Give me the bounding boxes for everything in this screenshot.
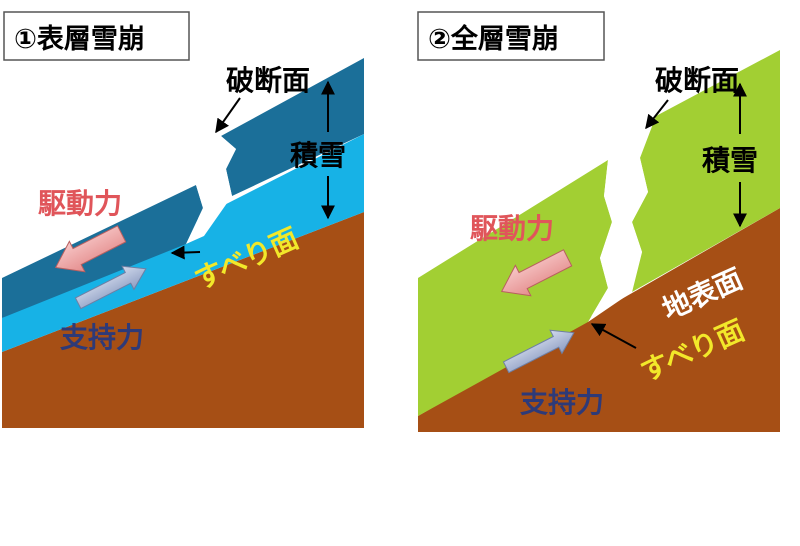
panel1-title: ①表層雪崩 (14, 24, 145, 55)
panel1-snowpack-label: 積雪 (290, 139, 346, 172)
panel1-driving-force-arrow (54, 225, 127, 273)
panel2-ground (418, 208, 780, 432)
panel2-fracture-label: 破断面 (655, 64, 739, 97)
panel2-crack (588, 158, 648, 322)
panel1-sliding-pointer (170, 245, 201, 260)
panel1-fracture-label: 破断面 (226, 64, 310, 97)
panel1-ground (2, 212, 364, 428)
panel1-driving-force-label: 駆動力 (38, 187, 122, 220)
panel2-sliding-pointer (590, 323, 637, 349)
panel1-fracture-pointer (215, 97, 241, 134)
panel2-title: ②全層雪崩 (428, 23, 559, 55)
panel1-supporting-force-label: 支持力 (60, 321, 144, 354)
panel2-fracture-pointer (645, 99, 669, 130)
panel-full-depth-avalanche: ②全層雪崩 積雪 破断面 駆動力 地表面 すべり面 支持力 (417, 11, 780, 432)
panel2-supporting-force-label: 支持力 (520, 386, 604, 419)
panel1-crack (186, 136, 236, 244)
panel2-snowpack-label: 積雪 (702, 144, 758, 177)
panel2-driving-force-arrow (500, 249, 573, 297)
panel-surface-avalanche: ①表層雪崩 積雪 破断面 駆動力 すべり面 支持力 (2, 11, 364, 428)
panel1-supporting-force-arrow (74, 265, 147, 310)
panel2-snow-upper (632, 50, 780, 292)
panel1-title-box (3, 11, 190, 61)
panel2-supporting-force-arrow (502, 329, 575, 374)
panel2-driving-force-label: 駆動力 (470, 212, 554, 245)
panel2-title-box (417, 11, 605, 61)
